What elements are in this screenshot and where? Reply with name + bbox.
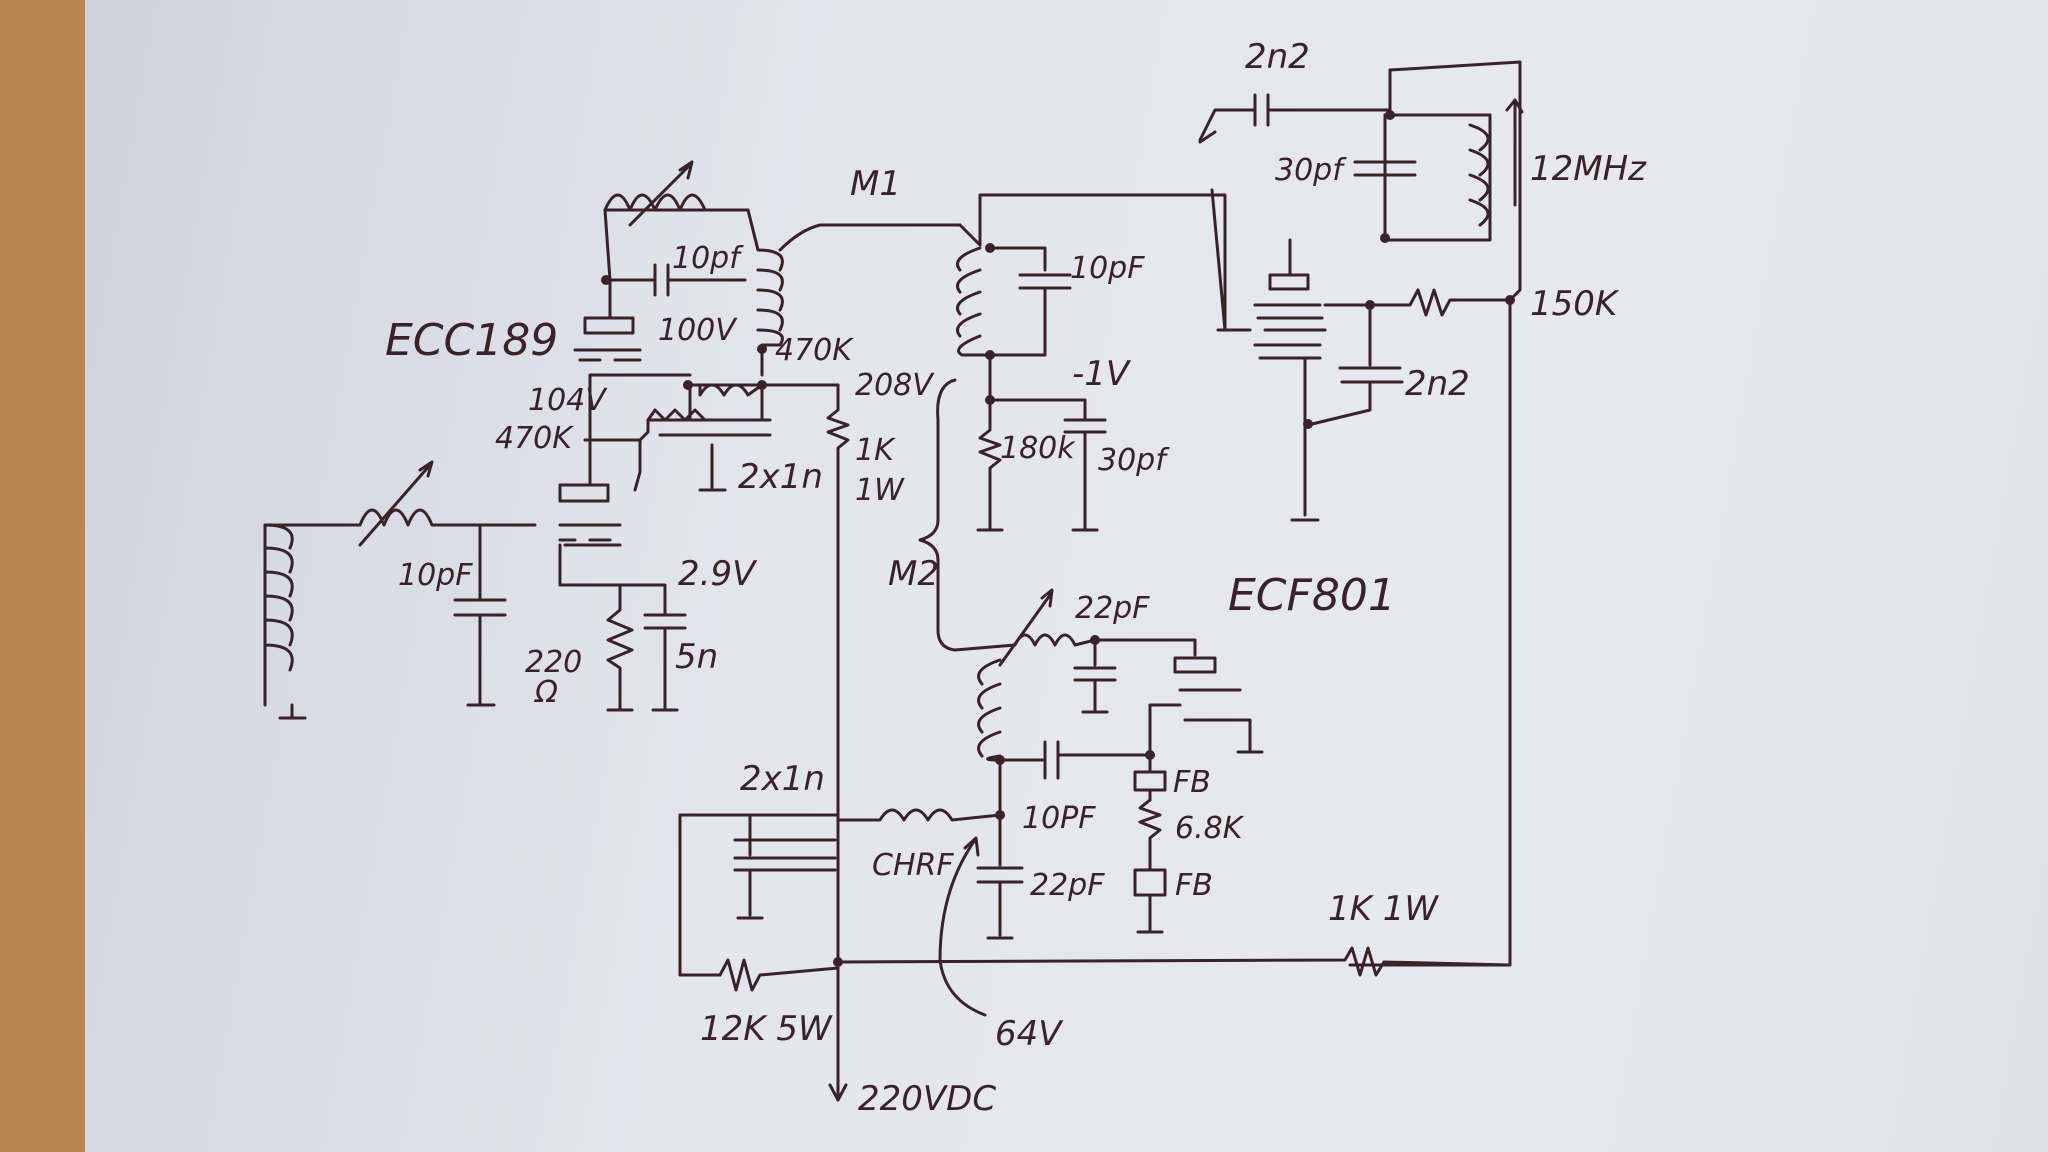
ferrite-bead-2 xyxy=(1133,868,1167,934)
label-ecc189: ECC189 xyxy=(385,315,558,366)
label-c-2n2-right: 2n2 xyxy=(1405,364,1470,404)
label-fb-1: FB xyxy=(1173,765,1211,800)
input-coil xyxy=(263,523,294,707)
osc-cap-10pf xyxy=(998,740,1152,780)
cap-2n2-top xyxy=(1198,93,1392,142)
tank-cap-30pf xyxy=(1353,113,1417,240)
label-r-180k: 180k xyxy=(1000,431,1076,466)
screen-cap-2n2 xyxy=(1306,303,1404,427)
rf-choke xyxy=(836,808,1002,822)
label-12mhz: 12MHz xyxy=(1530,149,1647,189)
label-104v: 104V xyxy=(528,383,608,418)
label-r-6-8k: 6.8K xyxy=(1175,811,1245,846)
label-c-10pf-upper: 10pf xyxy=(672,241,744,276)
label-m1: M1 xyxy=(850,164,901,204)
label-r-1k-1w: 1K 1W xyxy=(1328,889,1439,929)
label-220vdc: 220VDC xyxy=(858,1079,996,1119)
schematic-labels: ECC189 ECF801 M1 M2 2n2 30pf 12MHz 150K … xyxy=(385,37,1647,1119)
label-208v: 208V xyxy=(855,368,935,403)
label-1w: 1W xyxy=(855,473,905,508)
label-c-2x1n-upper: 2x1n xyxy=(738,457,823,497)
label-ecf801: ECF801 xyxy=(1228,570,1396,621)
label-r-470k-right: 470K xyxy=(775,333,854,368)
variable-inductor-input xyxy=(358,460,537,547)
grid-resistor-470k xyxy=(583,408,707,492)
osc-triode-plate xyxy=(1173,656,1217,674)
lower-triode-cathode xyxy=(558,483,610,503)
osc-coil xyxy=(977,658,1002,762)
tank-coil-12mhz xyxy=(1468,98,1524,227)
grid-resistor-180k xyxy=(976,398,1004,532)
supply-cap-2x1n xyxy=(678,813,840,977)
arrow-64v xyxy=(938,836,987,1017)
label-64v: 64V xyxy=(995,1014,1064,1054)
coil-m1-primary xyxy=(746,208,784,352)
cathode-cap-5n xyxy=(618,583,687,712)
grid-cap-30pf xyxy=(1063,418,1107,532)
label-c-10pf-input: 10pF xyxy=(398,558,473,593)
label-minus-1v: -1V xyxy=(1072,354,1132,394)
label-c-30pf-grid: 30pf xyxy=(1098,443,1170,478)
variable-inductor-upper xyxy=(603,160,707,227)
upper-triode xyxy=(573,160,962,642)
coil-m1-secondary xyxy=(956,246,992,357)
label-fb-2: FB xyxy=(1175,868,1213,903)
pentode-plate xyxy=(1268,273,1310,291)
label-100v: 100V xyxy=(658,313,738,348)
label-c-2x1n-lower: 2x1n xyxy=(740,759,825,799)
label-r-220: 220 xyxy=(525,645,582,680)
label-c-22pf-bottom: 22pF xyxy=(1030,868,1105,903)
label-c-22pf-top: 22pF xyxy=(1075,591,1150,626)
osc-variable-inductor xyxy=(953,588,1197,667)
label-r-470k-left: 470K xyxy=(495,421,574,456)
cathode-resistor-220 xyxy=(558,543,634,712)
label-c-5n: 5n xyxy=(675,637,718,677)
label-r-1k: 1K xyxy=(855,433,896,468)
label-chrf: CHRF xyxy=(872,848,954,883)
label-c-10pf-m1: 10pF xyxy=(1070,251,1145,286)
osc-cap-22pf-bottom xyxy=(976,813,1024,940)
oscillator-section xyxy=(836,588,1264,1017)
resistor-6-8k xyxy=(1138,798,1162,872)
label-r-150k: 150K xyxy=(1530,284,1620,324)
m1-secondary xyxy=(918,193,1227,652)
input-capacitor xyxy=(453,523,507,707)
ferrite-bead-1 xyxy=(1133,753,1167,802)
ecf801-section xyxy=(1198,60,1524,967)
label-c-2n2-top: 2n2 xyxy=(1245,37,1310,77)
decoupling-2x1n xyxy=(648,418,772,492)
label-ohm: Ω xyxy=(533,675,558,710)
label-c-30pf-tank: 30pf xyxy=(1275,153,1347,188)
input-section xyxy=(263,373,687,720)
label-c-10pf-osc: 10PF xyxy=(1022,801,1096,836)
osc-cap-22pf-top xyxy=(1073,638,1117,714)
label-2-9v: 2.9V xyxy=(678,554,758,594)
supply-section xyxy=(678,638,1512,1102)
resistor-1k1w xyxy=(836,946,1512,977)
label-m2: M2 xyxy=(888,554,939,594)
plate-resistor-1k xyxy=(826,383,850,642)
dropping-resistor-12k xyxy=(718,958,840,992)
m2-bracket xyxy=(918,378,957,652)
label-r-12k-5w: 12K 5W xyxy=(700,1009,833,1049)
upper-triode-plate xyxy=(583,316,635,335)
screen-resistor-150k xyxy=(1323,288,1512,317)
